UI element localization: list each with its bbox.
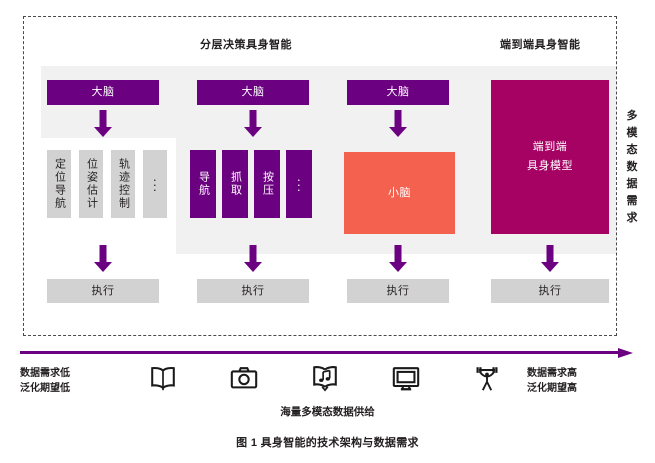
col4-end-to-end-model-box: 端到端 具身模型 [491,80,609,234]
col3-brain-box: 大脑 [347,80,449,105]
modality-icon-row [140,358,510,398]
col2-arrow-brain-to-skills [243,110,263,137]
col4-arrow-model-to-exec [540,245,560,272]
col2-exec-box: 执行 [197,279,309,303]
section-label-end-to-end: 端到端具身智能 [500,39,581,51]
col3-arrow-cerebellum-to-exec [388,245,408,272]
col2-ellipsis-glyph: ··· [296,171,302,197]
col1-arrow-skills-to-exec [93,245,113,272]
col4-model-line2: 具身模型 [527,160,573,172]
spectrum-right-line2: 泛化期望高 [527,383,577,394]
section-label-hierarchical: 分层决策具身智能 [200,39,292,51]
col2-skill-navigation: 导航 [190,150,216,218]
music-book-icon [302,359,348,397]
col2-brain-box: 大脑 [197,80,309,105]
weightlifter-icon [464,359,510,397]
col2-arrow-skills-to-exec [243,245,263,272]
col3-cerebellum-box: 小脑 [344,152,455,234]
col1-exec-box: 执行 [47,279,159,303]
spectrum-left-line2: 泛化期望低 [20,383,70,394]
col3-exec-box: 执行 [347,279,449,303]
figure-caption: 图 1 具身智能的技术架构与数据需求 [236,437,419,449]
col4-exec-box: 执行 [491,279,609,303]
spectrum-left-label: 数据需求低 泛化期望低 [20,366,70,396]
col3-arrow-brain-to-cerebellum [388,110,408,137]
book-icon [140,359,186,397]
col1-ellipsis-glyph: ··· [152,171,158,197]
camera-icon [221,359,267,397]
spectrum-line [20,351,620,354]
spectrum-left-line1: 数据需求低 [20,368,70,379]
col2-skill-press: 按压 [254,150,280,218]
architecture-dashed-frame [23,16,617,336]
data-supply-label: 海量多模态数据供给 [280,406,375,418]
col1-skill-ellipsis: ··· [143,150,167,218]
data-demand-spectrum-arrow [20,348,635,358]
col2-skill-grasp: 抓取 [222,150,248,218]
vertical-label-multimodal-data-demand: 多模态数据需求 [626,110,638,224]
col2-skill-ellipsis: ··· [286,150,312,218]
col1-skill-trajectory-control: 轨迹控制 [111,150,135,218]
spectrum-arrowhead-icon [618,348,633,358]
col4-model-line1: 端到端 [532,141,568,153]
spectrum-right-label: 数据需求高 泛化期望高 [527,366,577,396]
col1-skill-pose-estimation: 位姿估计 [79,150,103,218]
col1-skill-localization-navigation: 定位导航 [47,150,71,218]
spectrum-right-line1: 数据需求高 [527,368,577,379]
col1-arrow-brain-to-skills [93,110,113,137]
col1-brain-box: 大脑 [47,80,159,105]
monitor-icon [383,359,429,397]
